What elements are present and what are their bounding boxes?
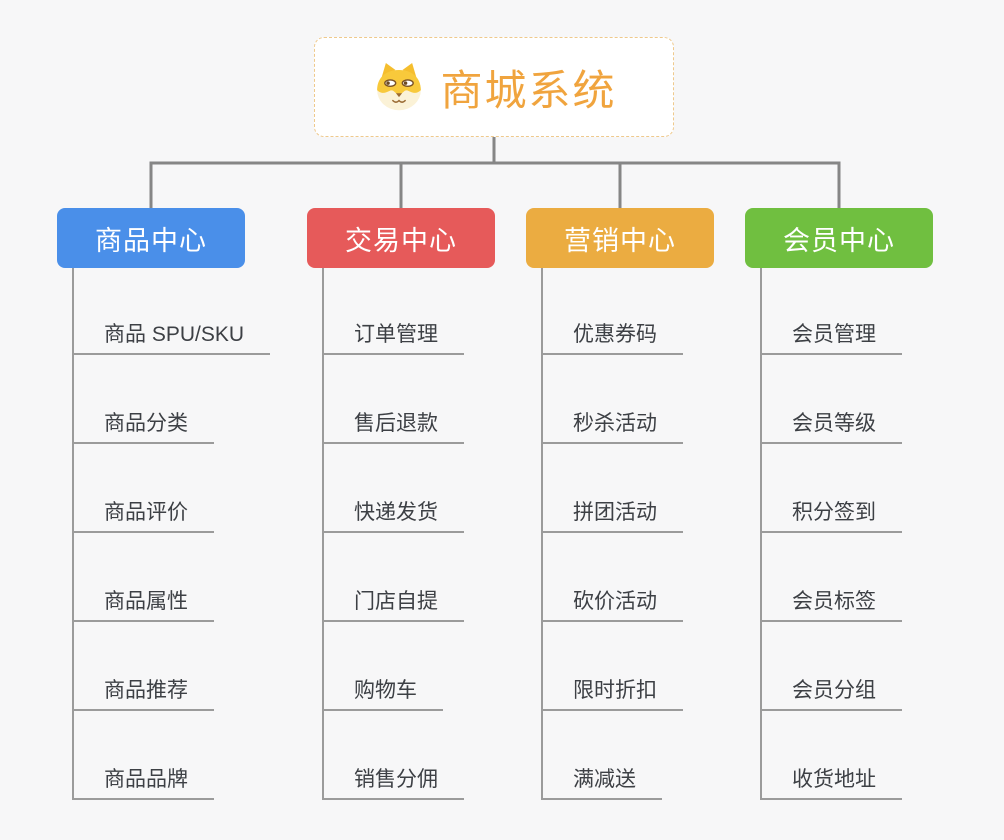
leaf-node[interactable]: 商品分类 [72, 406, 214, 444]
leaf-node[interactable]: 砍价活动 [541, 584, 683, 622]
branch-node-2[interactable]: 交易中心 [307, 208, 495, 268]
branch-node-3[interactable]: 营销中心 [526, 208, 714, 268]
root-title: 商城系统 [440, 66, 617, 114]
leaf-node[interactable]: 会员标签 [760, 584, 902, 622]
leaf-node[interactable]: 积分签到 [760, 495, 902, 533]
root-node[interactable]: 商城系统 [314, 37, 674, 137]
leaf-node[interactable]: 会员分组 [760, 673, 902, 711]
leaf-node[interactable]: 会员管理 [760, 317, 902, 355]
branch-trunk-line [760, 268, 762, 800]
leaf-node[interactable]: 订单管理 [322, 317, 464, 355]
leaf-node[interactable]: 购物车 [322, 673, 443, 711]
leaf-node[interactable]: 限时折扣 [541, 673, 683, 711]
leaf-node[interactable]: 满减送 [541, 762, 662, 800]
branch-node-4[interactable]: 会员中心 [745, 208, 933, 268]
leaf-node[interactable]: 会员等级 [760, 406, 902, 444]
leaf-node[interactable]: 收货地址 [760, 762, 902, 800]
leaf-node[interactable]: 快递发货 [322, 495, 464, 533]
shiba-dog-icon [377, 62, 422, 110]
leaf-node[interactable]: 售后退款 [322, 406, 464, 444]
leaf-node[interactable]: 门店自提 [322, 584, 464, 622]
branch-trunk-line [541, 268, 543, 800]
leaf-node[interactable]: 商品品牌 [72, 762, 214, 800]
branch-node-1[interactable]: 商品中心 [57, 208, 245, 268]
leaf-node[interactable]: 商品推荐 [72, 673, 214, 711]
leaf-node[interactable]: 拼团活动 [541, 495, 683, 533]
leaf-node[interactable]: 销售分佣 [322, 762, 464, 800]
branch-trunk-line [322, 268, 324, 800]
leaf-node[interactable]: 优惠券码 [541, 317, 683, 355]
leaf-node[interactable]: 秒杀活动 [541, 406, 683, 444]
leaf-node[interactable]: 商品 SPU/SKU [72, 317, 271, 355]
leaf-node[interactable]: 商品评价 [72, 495, 214, 533]
tree-connector-path [149, 137, 841, 208]
branch-trunk-line [72, 268, 74, 800]
leaf-node[interactable]: 商品属性 [72, 584, 214, 622]
